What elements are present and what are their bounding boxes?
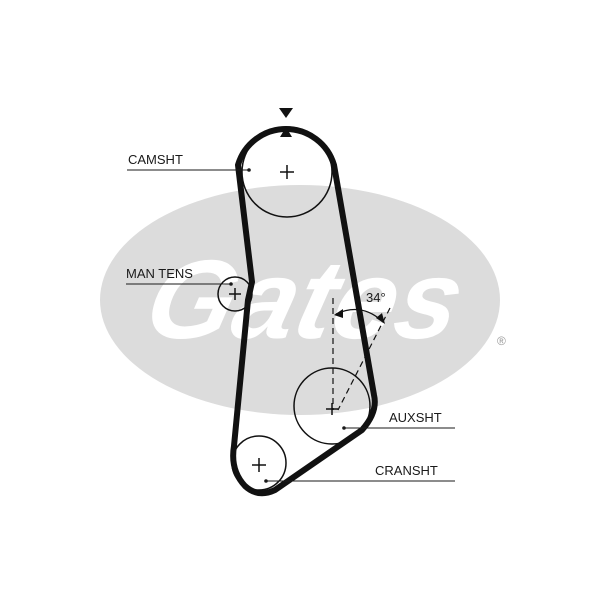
timing-arrow-up-icon	[280, 127, 292, 137]
logo-oval	[100, 185, 500, 415]
callouts: CAMSHT MAN TENS AUXSHT CRANSHT	[126, 152, 455, 483]
auxiliary-pulley	[293, 367, 371, 445]
angled-dashed-line	[337, 307, 391, 411]
logo-text: Gates	[134, 238, 476, 363]
angle-label: 34°	[366, 290, 386, 305]
timing-mark	[279, 108, 293, 137]
arc-arrow-right-icon	[376, 313, 385, 324]
camshaft-pulley	[241, 126, 333, 218]
tensioner-pulley	[217, 276, 253, 312]
timing-belt	[230, 126, 378, 497]
crankshaft-pulley	[231, 435, 287, 491]
registered-mark: ®	[497, 334, 506, 348]
tensioner-label: MAN TENS	[126, 266, 193, 281]
angle-indicator: 34°	[332, 290, 391, 411]
arc-arrow-left-icon	[334, 309, 343, 318]
crosshair-icon	[252, 458, 266, 472]
belt-outline	[230, 126, 378, 497]
camshaft-label: CAMSHT	[128, 152, 183, 167]
crankshaft-label: CRANSHT	[375, 463, 438, 478]
auxiliary-label: AUXSHT	[389, 410, 442, 425]
crosshair-icon	[229, 288, 241, 300]
crosshair-icon	[326, 403, 338, 415]
timing-arrow-down-icon	[279, 108, 293, 118]
gates-logo-watermark: Gates ®	[100, 185, 506, 415]
crosshair-icon	[280, 165, 294, 179]
